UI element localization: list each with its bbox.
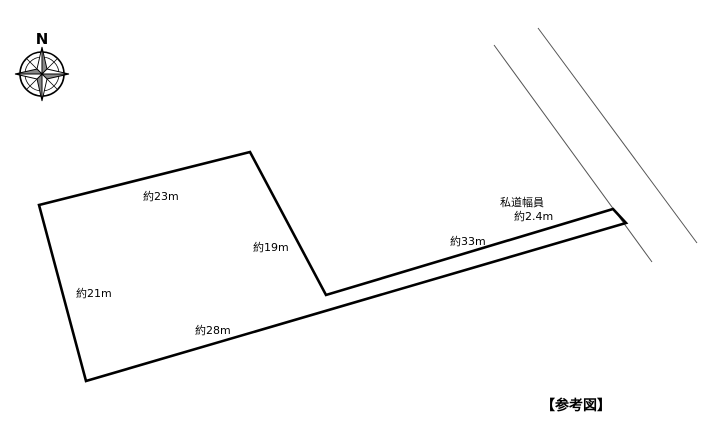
road-line-right — [537, 27, 698, 244]
compass-rose-icon — [14, 46, 70, 102]
label-driveway-edge: 約33m — [450, 234, 486, 248]
reference-note: 【参考図】 — [541, 397, 611, 414]
label-inner-edge: 約19m — [253, 240, 289, 254]
road-line-left — [493, 44, 653, 263]
lot-outline — [37, 150, 629, 383]
label-road-width: 約2.4m — [514, 209, 553, 223]
label-road-name: 私道幅員 — [500, 195, 544, 209]
label-bottom-edge: 約28m — [195, 323, 231, 337]
label-top-edge: 約23m — [143, 189, 179, 203]
label-left-edge: 約21m — [76, 286, 112, 300]
compass-north-label: N — [36, 30, 49, 48]
